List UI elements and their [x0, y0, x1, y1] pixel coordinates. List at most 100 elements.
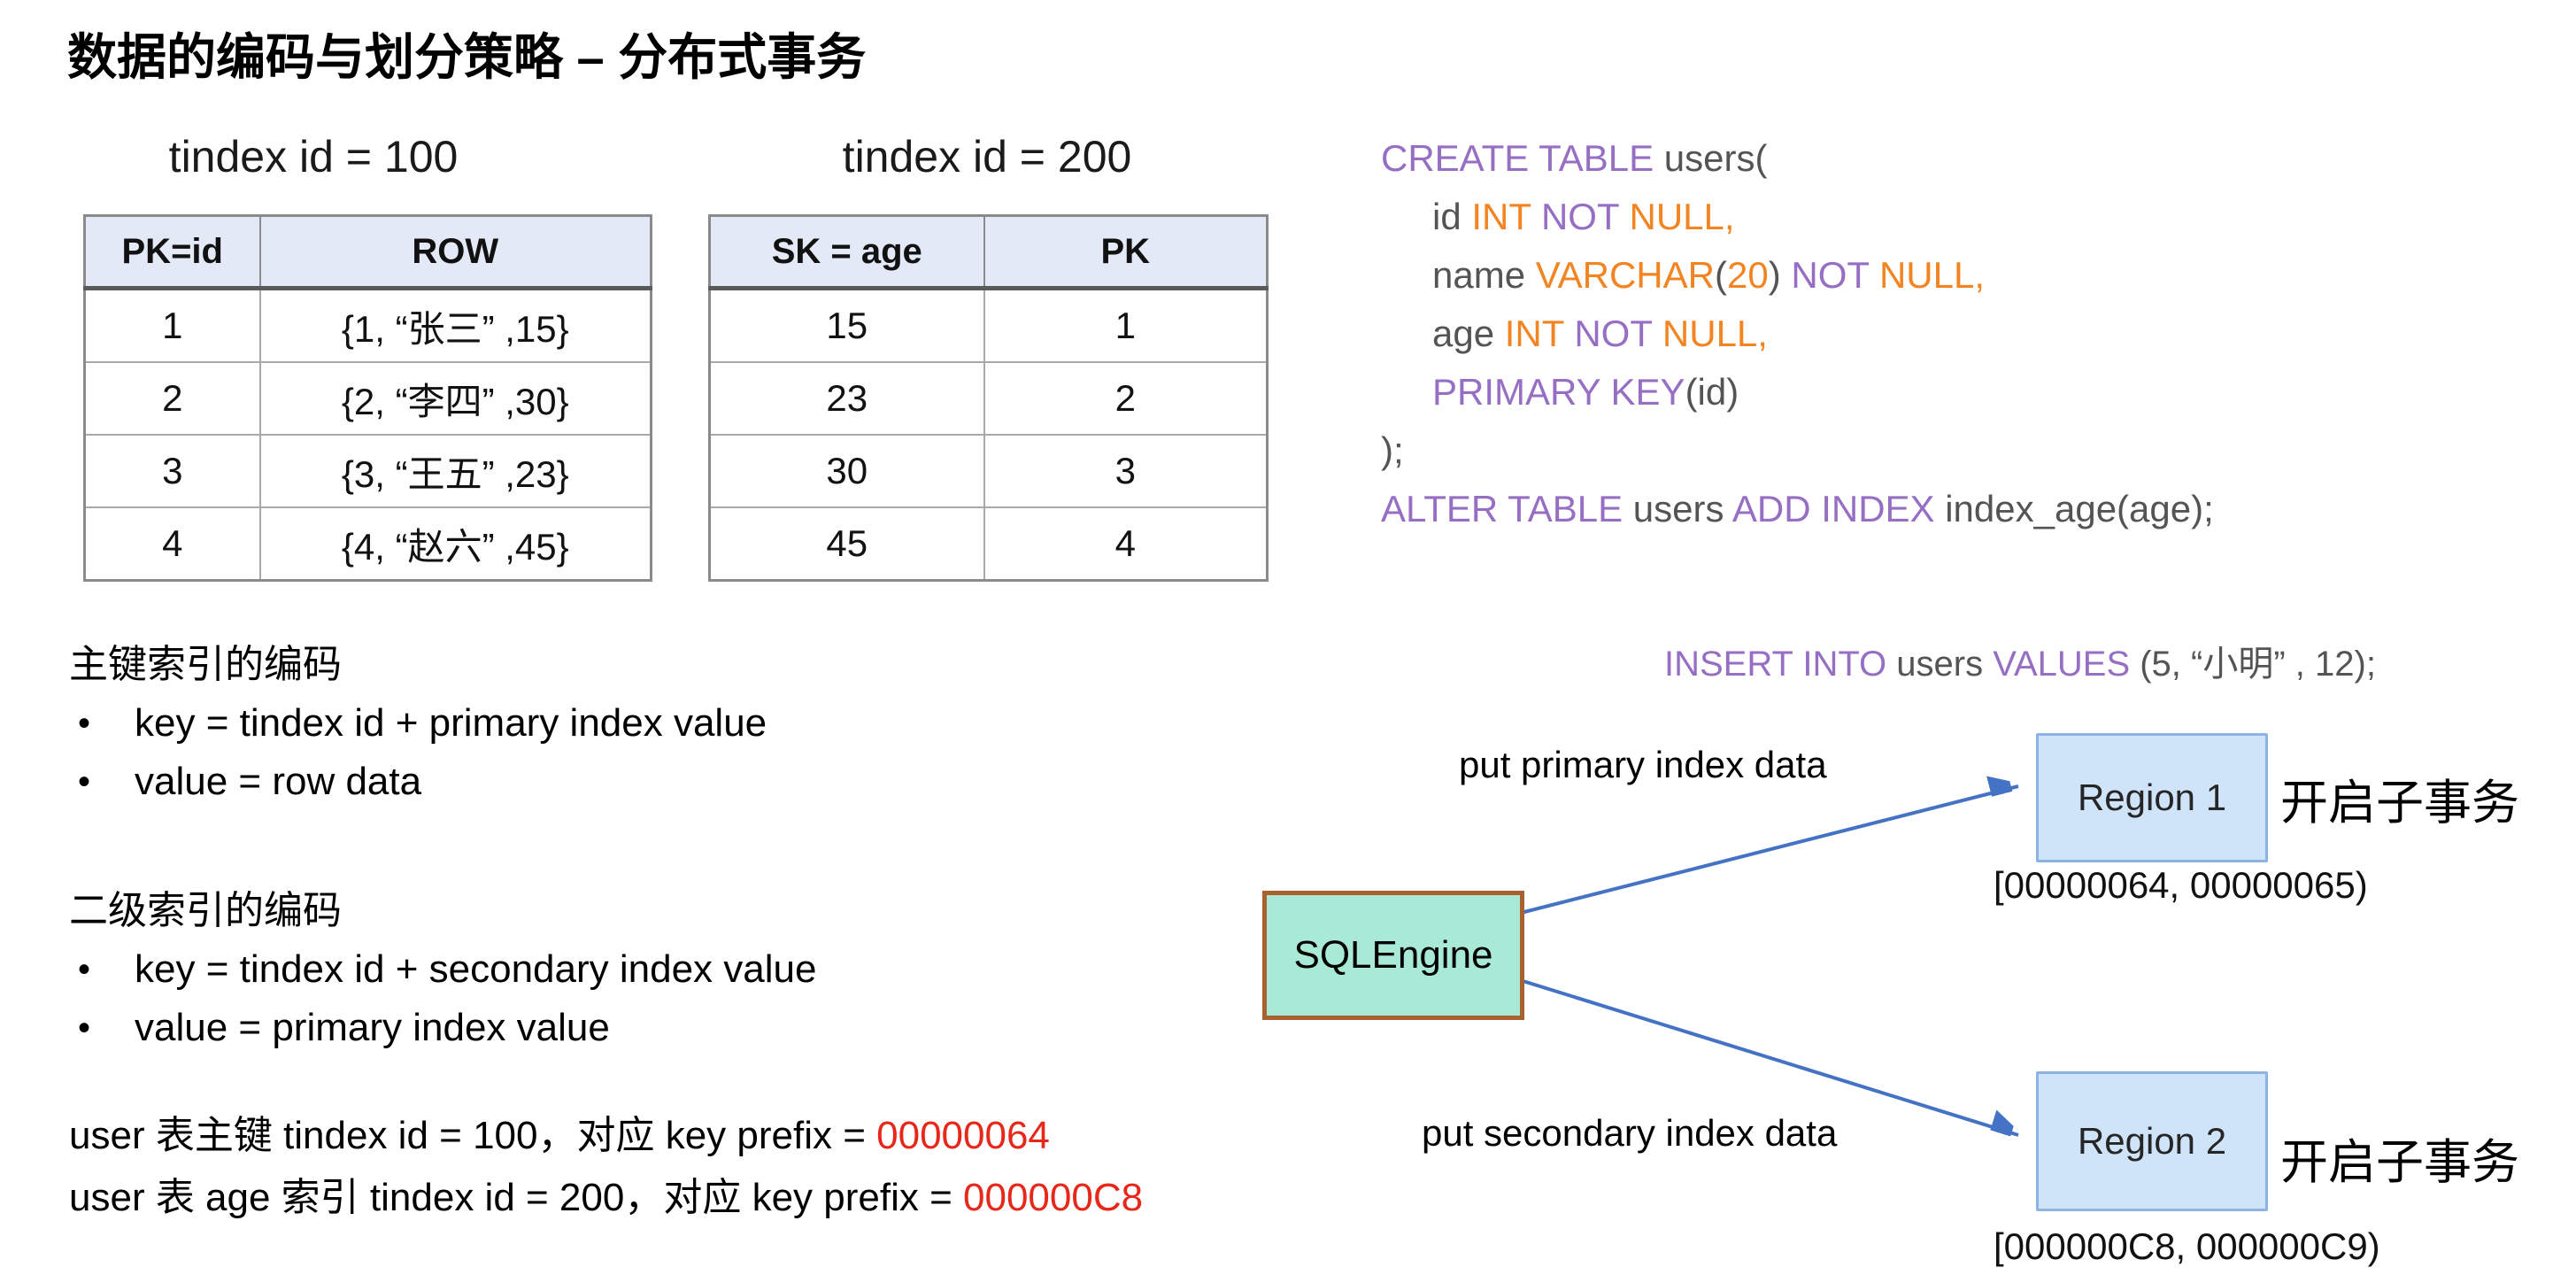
table-cell: 1 — [83, 287, 261, 363]
text-token: NOT — [1540, 196, 1630, 237]
bullet-item: value = row data — [69, 753, 1308, 811]
text-token: VARCHAR — [1535, 254, 1715, 296]
page-title: 数据的编码与划分策略 – 分布式事务 — [67, 29, 867, 85]
sql-line: age INT NOT NULL, — [1381, 305, 2214, 363]
table-cell: 15 — [708, 287, 985, 363]
text-token: NULL, — [1662, 313, 1768, 354]
region-1-key-range: [00000064, 00000065) — [1994, 864, 2368, 906]
sql-line: PRIMARY KEY(id) — [1381, 363, 2214, 421]
text-token: PRIMARY KEY — [1432, 371, 1685, 413]
primary-table-caption: tindex id = 100 — [168, 132, 459, 182]
text-token: users( — [1663, 137, 1768, 179]
region-2-box: Region 2 — [2036, 1071, 2268, 1211]
text-token: (5, “小明” , 12); — [2140, 645, 2376, 684]
table-cell: 23 — [708, 361, 985, 436]
sql-line: CREATE TABLE users( — [1381, 129, 2214, 188]
table-header-row: PK=id ROW — [83, 214, 652, 290]
text-token: user 表主键 tindex id = 100，对应 key prefix = — [69, 1114, 877, 1157]
table-row: 4{4, “赵六” ,45} — [83, 506, 652, 582]
bullet-item: key = tindex id + secondary index value — [69, 940, 1308, 999]
text-token: index_age(age); — [1945, 488, 2214, 529]
primary-index-table: PK=id ROW 1{1, “张三” ,15}2{2, “李四” ,30}3{… — [83, 214, 652, 582]
column-header: PK — [983, 214, 1269, 290]
table-cell: 4 — [983, 506, 1269, 582]
text-token: INT — [1471, 196, 1541, 237]
sql-code-block: CREATE TABLE users( id INT NOT NULL, nam… — [1381, 129, 2214, 538]
text-token: INT — [1504, 313, 1575, 354]
text-token: id — [1432, 196, 1472, 237]
table-cell: 2 — [983, 361, 1269, 436]
text-token: 20 — [1726, 254, 1769, 296]
text-token: INSERT INTO — [1664, 645, 1897, 684]
table-cell: 4 — [83, 506, 261, 582]
text-token: NOT — [1791, 254, 1879, 296]
text-token: NOT — [1574, 313, 1662, 354]
text-token: ) — [1768, 254, 1792, 296]
key-prefix-notes: user 表主键 tindex id = 100，对应 key prefix =… — [69, 1105, 1308, 1229]
spacer — [69, 811, 1308, 882]
text-token: user 表 age 索引 tindex id = 200，对应 key pre… — [69, 1176, 964, 1219]
primary-encoding-heading: 主键索引的编码 — [69, 643, 342, 686]
region-1-box: Region 1 — [2036, 733, 2268, 862]
encoding-explanation: 主键索引的编码 key = tindex id + primary index … — [69, 636, 1308, 1229]
table-cell: 45 — [708, 506, 985, 582]
table-cell: 2 — [83, 361, 261, 436]
table-cell: 30 — [708, 434, 985, 508]
table-cell: {4, “赵六” ,45} — [258, 506, 652, 582]
table-cell: {1, “张三” ,15} — [258, 287, 652, 363]
key-prefix-note: user 表主键 tindex id = 100，对应 key prefix =… — [69, 1105, 1308, 1167]
sql-line: ALTER TABLE users ADD INDEX index_age(ag… — [1381, 480, 2214, 538]
text-token: users — [1896, 645, 1994, 684]
table-row: 3{3, “王五” ,23} — [83, 434, 652, 508]
text-token: ); — [1381, 429, 1404, 471]
arrow-primary-index — [1516, 786, 2019, 916]
sql-line: name VARCHAR(20) NOT NULL, — [1381, 246, 2214, 305]
table-cell: 3 — [83, 434, 261, 508]
primary-encoding-bullets: key = tindex id + primary index valueval… — [69, 694, 1308, 811]
text-token: NULL, — [1878, 254, 1985, 296]
text-token: ALTER TABLE — [1381, 488, 1633, 529]
text-token: age — [1432, 313, 1505, 354]
region-2-subtxn-note: 开启子事务 — [2280, 1136, 2519, 1189]
bullet-item: key = tindex id + primary index value — [69, 694, 1308, 753]
sql-line: id INT NOT NULL, — [1381, 188, 2214, 246]
primary-index-table-block: tindex id = 100 PK=id ROW 1{1, “张三” ,15}… — [83, 131, 652, 582]
table-row: 1{1, “张三” ,15} — [83, 287, 652, 363]
text-token: ( — [1714, 254, 1727, 296]
text-token: 00000064 — [876, 1114, 1050, 1157]
table-cell: {3, “王五” ,23} — [258, 434, 652, 508]
text-token: VALUES — [1993, 645, 2140, 684]
text-token: 000000C8 — [963, 1176, 1144, 1219]
text-token: NULL, — [1629, 196, 1735, 237]
table-cell: 3 — [983, 434, 1269, 508]
secondary-table-caption: tindex id = 200 — [842, 132, 1132, 182]
text-token: name — [1432, 254, 1536, 296]
text-token: users — [1632, 488, 1732, 529]
region-2-key-range: [000000C8, 000000C9) — [1994, 1225, 2380, 1267]
column-header: ROW — [258, 214, 652, 290]
key-prefix-note: user 表 age 索引 tindex id = 200，对应 key pre… — [69, 1167, 1308, 1229]
edge-label-primary: put primary index data — [1459, 744, 1827, 785]
secondary-encoding-heading: 二级索引的编码 — [69, 889, 342, 932]
column-header: PK=id — [83, 214, 261, 290]
text-token: (id) — [1685, 371, 1739, 413]
region-1-subtxn-note: 开启子事务 — [2280, 777, 2519, 830]
text-token: ADD INDEX — [1731, 488, 1946, 529]
bullet-item: value = primary index value — [69, 999, 1308, 1057]
insert-statement: INSERT INTO users VALUES (5, “小明” , 12); — [1664, 639, 2376, 689]
table-cell: {2, “李四” ,30} — [258, 361, 652, 436]
sql-line: ); — [1381, 421, 2214, 480]
table-row: 2{2, “李四” ,30} — [83, 361, 652, 436]
text-token: CREATE TABLE — [1381, 137, 1664, 179]
secondary-encoding-bullets: key = tindex id + secondary index valuev… — [69, 940, 1308, 1057]
table-cell: 1 — [983, 287, 1269, 363]
edge-label-secondary: put secondary index data — [1422, 1112, 1838, 1154]
table-header-row: SK = age PK — [708, 214, 1269, 290]
